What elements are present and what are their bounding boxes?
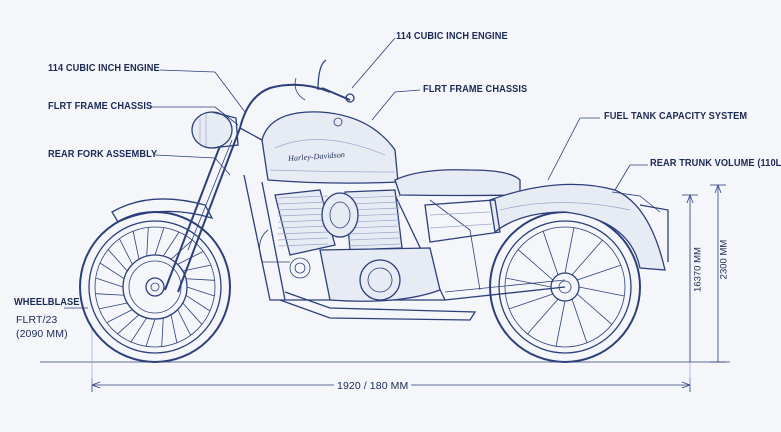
- engine-fin: [277, 243, 329, 247]
- handlebar: [239, 59, 355, 129]
- label-height-inner: 16370 MM: [692, 247, 704, 292]
- label-wheelbase-model: FLRT/23: [16, 314, 58, 326]
- engine-fin: [277, 219, 329, 223]
- wheel-spoke: [177, 309, 191, 336]
- label-height-outer: 2300 MM: [718, 239, 730, 280]
- wheel-spoke: [130, 317, 148, 343]
- engine-fin: [347, 243, 401, 247]
- rear-body: [424, 183, 669, 271]
- wheel-spoke: [106, 309, 133, 323]
- wheel-spoke: [154, 227, 165, 256]
- engine-fin: [277, 195, 329, 199]
- engine-fin: [347, 225, 401, 229]
- wheel-spoke: [185, 278, 215, 281]
- headlight: [191, 111, 239, 149]
- wheel-spoke: [576, 264, 621, 281]
- wheel-spoke: [555, 300, 566, 347]
- label-engine-left: 114 CUBIC INCH ENGINE: [48, 62, 160, 74]
- wheel-spoke: [542, 231, 559, 276]
- label-rear-fork: REAR FORK ASSEMBLY: [48, 148, 158, 160]
- wheel-spoke: [182, 264, 211, 272]
- engine-fin: [347, 195, 401, 199]
- wheel-spoke: [509, 293, 554, 310]
- label-wheelbase: WHEELBLASE: [14, 296, 80, 308]
- wheel-spoke: [186, 286, 215, 297]
- engine-fin: [347, 201, 401, 205]
- engine-fin: [347, 231, 401, 235]
- label-engine-top: 114 CUBIC INCH ENGINE: [396, 30, 508, 42]
- wheel-spoke: [117, 314, 140, 335]
- wheel-spoke: [182, 302, 203, 325]
- front-fork: [164, 124, 241, 293]
- wheel-spoke: [578, 286, 625, 297]
- label-wheelbase-value: (2090 MM): [16, 328, 68, 340]
- seat: [394, 169, 521, 197]
- label-fuel-tank: FUEL TANK CAPACITY SYSTEM: [604, 110, 748, 122]
- fuel-tank: [261, 111, 399, 184]
- wheel-spoke: [162, 231, 180, 257]
- front-fender: [111, 198, 214, 223]
- rear-wheel: [489, 211, 641, 363]
- engine-fin: [277, 225, 329, 229]
- label-frame-left: FLRT FRAME CHASSIS: [48, 100, 153, 112]
- wheel-spoke: [517, 249, 554, 281]
- wheel-spoke: [146, 227, 149, 257]
- engine-fin: [347, 237, 401, 241]
- wheel-spoke: [564, 227, 575, 274]
- wheel-spoke: [170, 239, 193, 260]
- exhaust: [279, 291, 477, 321]
- wheel-spoke: [95, 277, 124, 288]
- engine-fin: [277, 201, 329, 205]
- wheel-spoke: [576, 293, 613, 325]
- label-length-dimension: 1920 / 180 MM: [334, 380, 412, 392]
- wheel-spoke: [527, 298, 559, 335]
- wheel-spoke: [145, 318, 156, 347]
- label-frame-center: FLRT FRAME CHASSIS: [423, 83, 528, 95]
- wheel-spoke: [170, 314, 178, 343]
- engine-fin: [277, 237, 329, 241]
- leader-lines: [64, 37, 648, 309]
- wheel-spoke: [132, 231, 140, 260]
- wheel-spoke: [95, 293, 125, 296]
- wheel-spoke: [505, 277, 552, 288]
- front-wheel: [79, 211, 231, 363]
- engine: [259, 189, 441, 302]
- label-rear-trunk: REAR TRUNK VOLUME (110L: [650, 157, 781, 169]
- wheel-spoke: [571, 298, 588, 343]
- wheel-spoke: [119, 238, 133, 265]
- engine-fin: [277, 213, 329, 217]
- engine-fin: [277, 231, 329, 235]
- wheel-spoke: [571, 239, 603, 276]
- wheel-spoke: [99, 262, 125, 280]
- wheel-spoke: [107, 249, 128, 272]
- wheel-spoke: [99, 302, 128, 310]
- wheel-spoke: [161, 317, 164, 347]
- height-dimensions: [682, 184, 726, 363]
- engine-fin: [277, 207, 329, 211]
- wheel-spoke: [185, 294, 211, 312]
